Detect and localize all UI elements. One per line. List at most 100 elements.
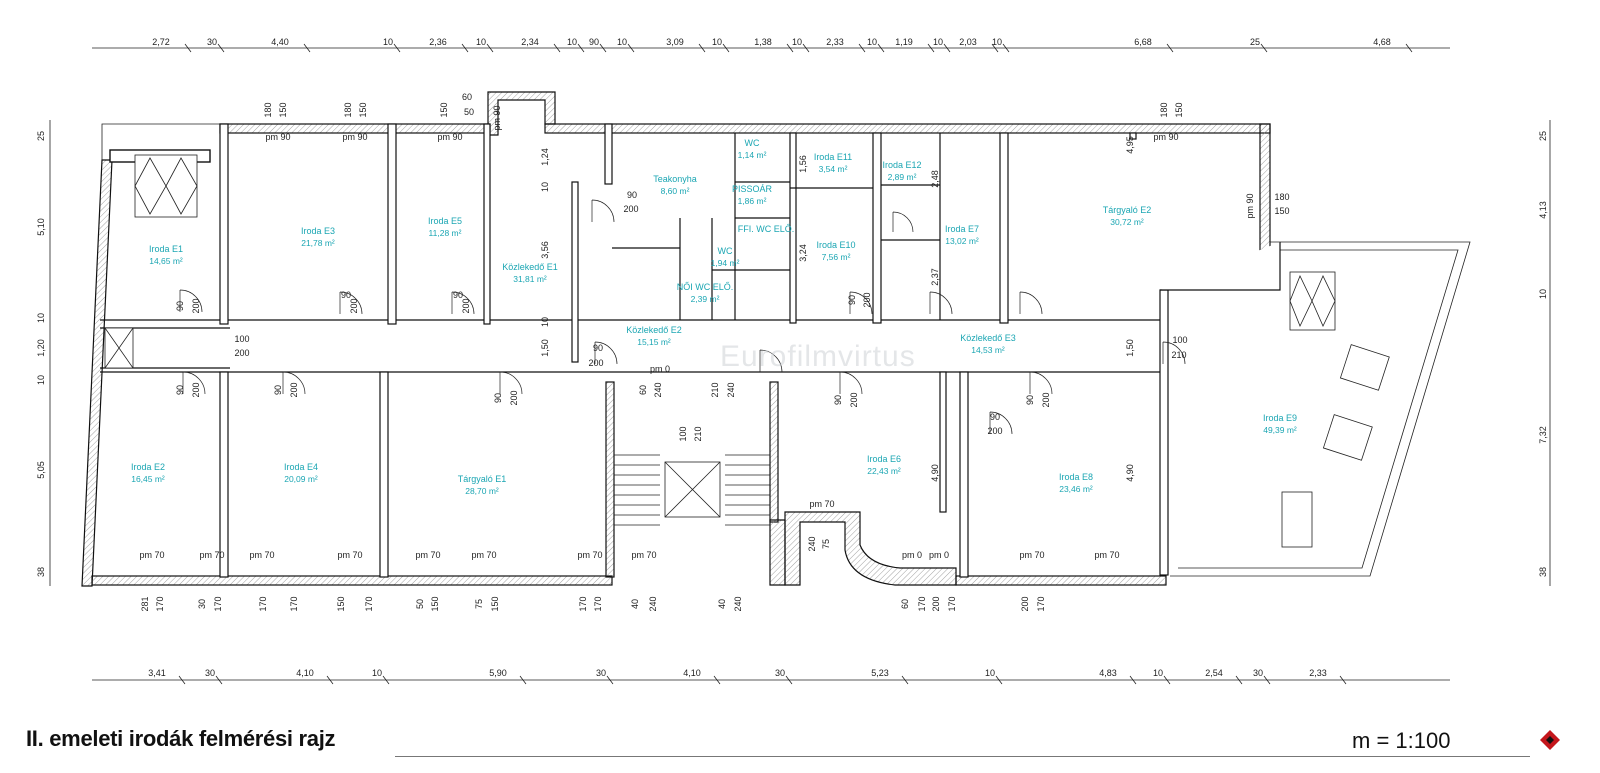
room-area-label: 2,89 m² <box>888 172 917 182</box>
sill-label: pm 70 <box>249 550 274 560</box>
opening-bottom-label: 240 <box>733 596 743 611</box>
room-name-label: Iroda E6 <box>867 454 901 464</box>
dim-inner-label: 2,37 <box>930 268 940 286</box>
opening-top-label: 150 <box>439 102 449 117</box>
door-dim-label: 200 <box>1041 392 1051 407</box>
door-dim-label: 200 <box>509 390 519 405</box>
opening-top-label: 150 <box>358 102 368 117</box>
room-name-label: Iroda E11 <box>814 152 852 162</box>
room-name-label: Közlekedő E3 <box>960 333 1016 343</box>
dim-left-label: 10 <box>36 313 46 323</box>
door-dim-label: 90 <box>593 343 603 353</box>
dim-top-label: 1,38 <box>754 37 772 47</box>
opening-bottom-label: 170 <box>289 596 299 611</box>
dim-inner-label: 3,56 <box>540 241 550 259</box>
room-name-label: PISSOÁR <box>732 184 773 194</box>
opening-top-label: pm 90 <box>1153 132 1178 142</box>
door-swing <box>339 291 363 315</box>
title-underline <box>395 756 1530 757</box>
opening-bottom-label: 30 <box>197 599 207 609</box>
dim-bottom-label: 10 <box>1153 668 1163 678</box>
opening-bottom-label: 170 <box>578 596 588 611</box>
door-dim-label: 200 <box>623 204 638 214</box>
door-dim-label: 100 <box>1172 335 1187 345</box>
dim-bottom-label: 2,54 <box>1205 668 1223 678</box>
drawing-title: II. emeleti irodák felmérési rajz <box>26 726 336 751</box>
dim-top-label: 4,68 <box>1373 37 1391 47</box>
dim-top-label: 10 <box>476 37 486 47</box>
opening-top-label: pm 90 <box>265 132 290 142</box>
opening-bottom-label: 240 <box>648 596 658 611</box>
sill-label: pm 70 <box>471 550 496 560</box>
room-name-label: Iroda E4 <box>284 462 318 472</box>
dim-bottom-label: 30 <box>775 668 785 678</box>
sill-label: pm 70 <box>337 550 362 560</box>
dim-top-label: 6,68 <box>1134 37 1152 47</box>
dim-inner-label: 4,95 <box>1125 136 1135 154</box>
sill-label: pm 70 <box>1019 550 1044 560</box>
door-dim-label: 200 <box>191 298 201 313</box>
dim-inner-label: 10 <box>540 317 550 327</box>
door-dim-label: 90 <box>1025 395 1035 405</box>
door-dim-label: 240 <box>653 382 663 397</box>
door-dim-label: 200 <box>191 382 201 397</box>
opening-bottom-label: 150 <box>490 596 500 611</box>
dim-inner-label: 1,56 <box>798 155 808 173</box>
door-dim-label: 90 <box>341 290 351 300</box>
sill-label: pm 70 <box>1094 550 1119 560</box>
room-area-label: 13,02 m² <box>945 236 979 246</box>
door-swing <box>182 371 206 395</box>
dim-top-label: 10 <box>617 37 627 47</box>
door-dim-label: pm 0 <box>650 364 670 374</box>
door-swing <box>759 349 783 373</box>
room-area-label: 7,56 m² <box>822 252 851 262</box>
opening-bottom-label: 200 <box>931 596 941 611</box>
door-swing <box>451 291 475 315</box>
dim-bottom-label: 30 <box>205 668 215 678</box>
sill-label: pm 70 <box>809 499 834 509</box>
door-dim-label: 200 <box>588 358 603 368</box>
room-name-label: Teakonyha <box>653 174 697 184</box>
door-dim-label: 90 <box>990 412 1000 422</box>
dim-left-label: 25 <box>36 131 46 141</box>
opening-bottom-label: 200 <box>1020 596 1030 611</box>
sill-label: pm 70 <box>577 550 602 560</box>
door-dim-label: 90 <box>175 385 185 395</box>
room-area-label: 28,70 m² <box>465 486 499 496</box>
door-swing <box>1019 291 1043 315</box>
room-name-label: Közlekedő E2 <box>626 325 682 335</box>
door-swing <box>839 371 863 395</box>
door-swing <box>989 411 1013 435</box>
opening-top-label: 60 <box>462 92 472 102</box>
room-name-label: Iroda E7 <box>945 224 979 234</box>
door-swing <box>1029 371 1053 395</box>
opening-bottom-label: 170 <box>213 596 223 611</box>
room-name-label: FFI. WC ELŐ. <box>738 224 795 234</box>
door-dim-label: 200 <box>461 298 471 313</box>
watermark-text: Eurofilmvirtus <box>720 340 916 373</box>
door-swing <box>282 371 306 395</box>
door-dim-label: 75 <box>821 539 831 549</box>
door-swing <box>929 291 953 315</box>
door-swing <box>1162 341 1186 365</box>
door-swings <box>179 199 1186 435</box>
dim-top-label: 10 <box>933 37 943 47</box>
dim-right-label: 4,13 <box>1538 201 1548 219</box>
dim-top-label: 2,72 <box>152 37 170 47</box>
opening-bottom-label: 60 <box>900 599 910 609</box>
room-area-label: 21,78 m² <box>301 238 335 248</box>
dim-inner-label: 3,24 <box>798 244 808 262</box>
sill-label: pm 70 <box>631 550 656 560</box>
dim-bottom-label: 4,10 <box>296 668 314 678</box>
room-area-label: 30,72 m² <box>1110 217 1144 227</box>
dim-inner-label: 1,50 <box>1125 339 1135 357</box>
room-name-label: Iroda E10 <box>816 240 855 250</box>
dim-inner-label: 4,90 <box>1125 464 1135 482</box>
dim-top-label: 1,19 <box>895 37 913 47</box>
opening-top-label: 50 <box>464 107 474 117</box>
opening-bottom-label: 40 <box>717 599 727 609</box>
room-name-label: WC <box>718 246 733 256</box>
room-area-label: 8,60 m² <box>661 186 690 196</box>
door-dim-label: 180 <box>1274 192 1289 202</box>
dim-top-label: 10 <box>383 37 393 47</box>
